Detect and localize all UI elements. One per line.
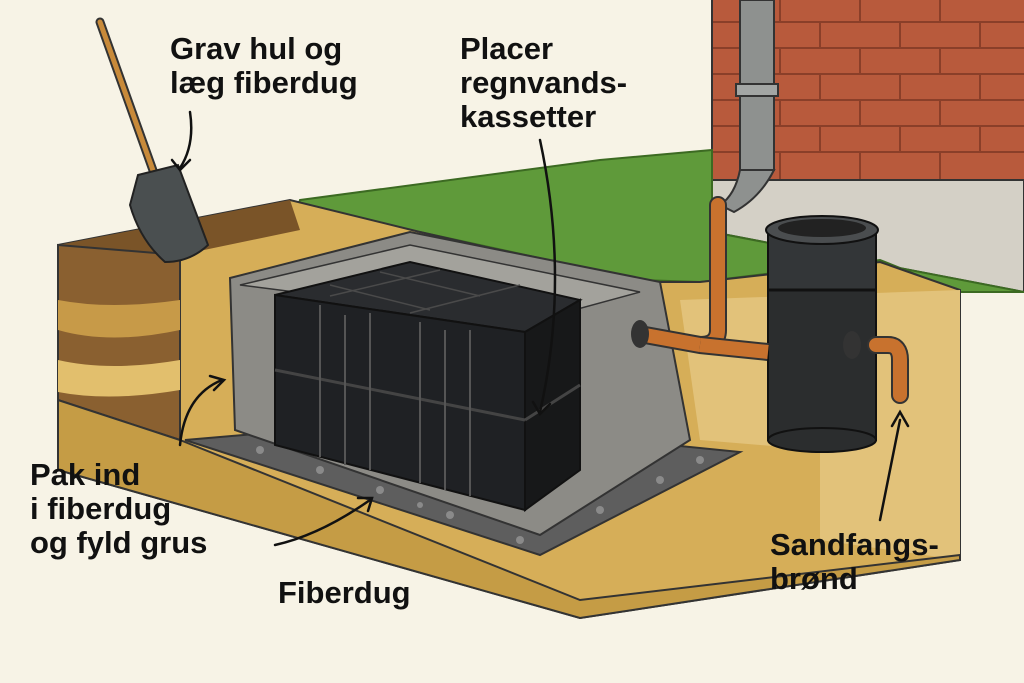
callout-arrows: [170, 110, 910, 547]
sand-trap-well: [765, 215, 879, 453]
label-wrap: Pak ind i fiberdug og fyld grus: [30, 458, 207, 560]
label-place-line3: kassetter: [460, 99, 597, 134]
label-sandtrap-line2: brønd: [770, 561, 858, 596]
label-place-line1: Placer: [460, 31, 554, 66]
label-place: Placer regnvands- kassetter: [460, 32, 627, 134]
label-fabric: Fiberdug: [278, 576, 411, 610]
label-wrap-line1: Pak ind: [30, 457, 141, 492]
label-dig-line1: Grav hul og: [170, 31, 343, 66]
rainwater-crates: [274, 260, 583, 512]
downpipe: [718, 0, 779, 214]
label-sandtrap: Sandfangs- brønd: [770, 528, 939, 596]
label-wrap-line3: og fyld grus: [30, 525, 208, 560]
label-dig-line2: læg fiberdug: [170, 65, 358, 100]
shovel: [95, 17, 210, 264]
label-fabric-line1: Fiberdug: [278, 575, 411, 610]
label-dig: Grav hul og læg fiberdug: [170, 32, 358, 100]
label-wrap-line2: i fiberdug: [30, 491, 172, 526]
label-place-line2: regnvands-: [460, 65, 628, 100]
label-sandtrap-line1: Sandfangs-: [770, 527, 939, 562]
drain-pipes: [631, 196, 909, 404]
